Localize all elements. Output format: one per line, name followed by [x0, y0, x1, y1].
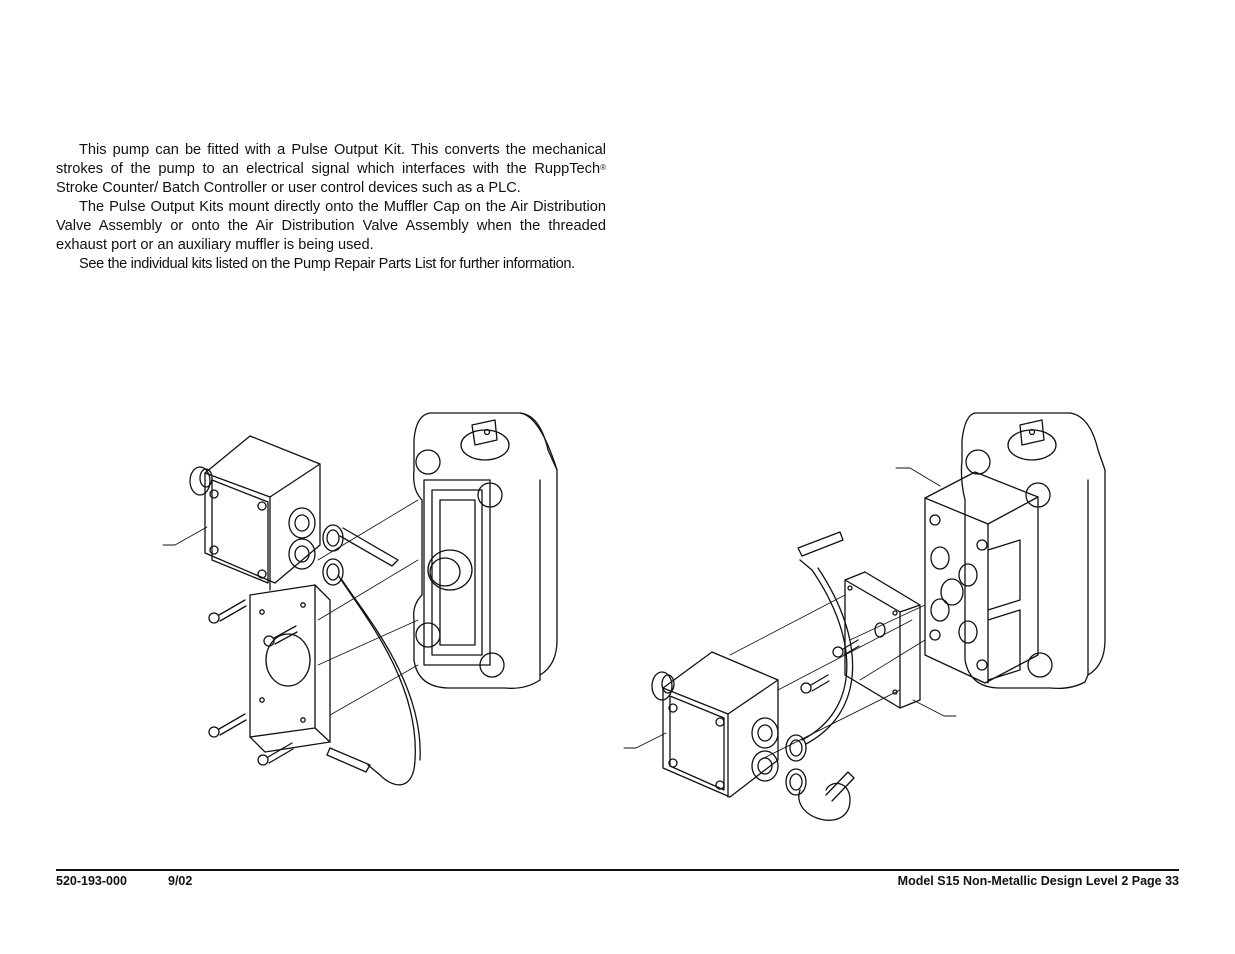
left-sensor-cable: [326, 527, 421, 786]
intro-paragraph-3: See the individual kits listed on the Pu…: [79, 256, 575, 272]
right-leader-line-box: [623, 732, 667, 749]
left-mounting-plate: [249, 584, 331, 753]
footer-page-label: Model S15 Non-Metallic Design Level 2 Pa…: [897, 874, 1179, 888]
left-leader-line: [162, 526, 208, 546]
intro-paragraph-2: The Pulse Output Kits mount directly ont…: [56, 199, 606, 253]
right-pulse-body: [924, 471, 1039, 684]
left-assembly-figure: [162, 412, 558, 786]
left-screws: [208, 599, 298, 766]
left-connectors: [288, 507, 344, 586]
left-valve-body: [413, 412, 558, 689]
footer-date: 9/02: [168, 874, 193, 888]
intro-text: This pump can be fitted with a Pulse Out…: [56, 141, 606, 274]
intro-p1-tail: Stroke Counter/ Batch Controller or user…: [56, 180, 521, 196]
right-guide-lines: [729, 594, 926, 761]
right-valve-body: [960, 412, 1106, 690]
right-assembly-figure: [623, 412, 1106, 821]
footer-rule: [56, 869, 1179, 871]
intro-paragraph-1: This pump can be fitted with a Pulse Out…: [56, 141, 606, 198]
right-leader-line-top: [895, 467, 941, 487]
right-connectors: [751, 717, 807, 796]
right-gasket-plate: [844, 571, 921, 709]
footer-doc-number: 520-193-000: [56, 874, 127, 888]
right-leader-line-gasket: [912, 699, 957, 717]
left-guide-lines: [317, 499, 419, 716]
intro-p1-text: This pump can be fitted with a Pulse Out…: [56, 142, 606, 177]
right-sensor-cable: [797, 531, 855, 821]
right-pulse-output-box: [651, 651, 779, 798]
registered-mark: ®: [600, 163, 606, 172]
right-screws: [800, 639, 860, 694]
left-pulse-output-box: [189, 435, 321, 591]
